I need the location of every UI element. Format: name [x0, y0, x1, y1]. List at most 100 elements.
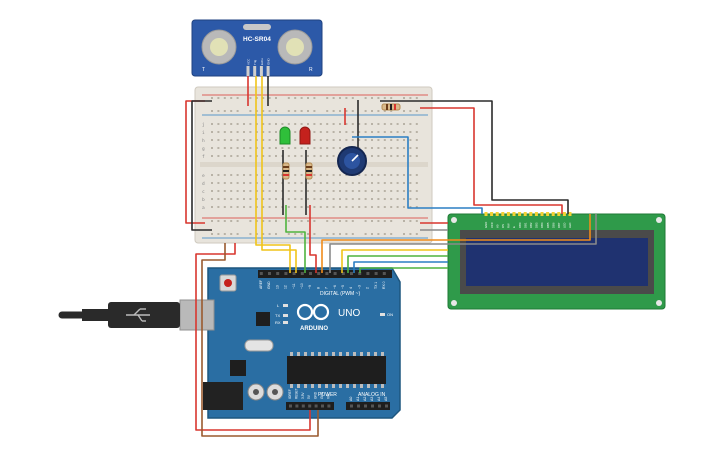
breadboard-hole: [403, 233, 405, 235]
breadboard-hole: [371, 147, 373, 149]
breadboard-hole: [319, 155, 322, 157]
wire-sensor-echo: [261, 76, 297, 273]
breadboard-hole: [345, 190, 348, 192]
wire-rail-red-lcd: [420, 107, 563, 214]
breadboard-hole: [211, 139, 213, 141]
breadboard-hole: [383, 174, 386, 176]
chip-pin: [367, 352, 370, 356]
breadboard-hole: [313, 198, 316, 200]
breadboard-hole: [307, 233, 309, 235]
breadboard-hole: [307, 182, 309, 184]
breadboard-hole: [236, 174, 239, 176]
power-pin-label: 5V: [307, 394, 311, 399]
breadboard-hole: [313, 110, 316, 112]
chip-pin: [318, 384, 321, 388]
lcd-pin-label: V0: [495, 224, 499, 228]
breadboard-hole: [275, 131, 277, 133]
arduino-brand: ARDUINO: [300, 326, 328, 332]
breadboard-hole: [243, 174, 245, 176]
breadboard-hole: [230, 190, 233, 192]
breadboard-hole: [351, 110, 354, 112]
breadboard-hole: [396, 139, 399, 141]
digital-pin-label: 4: [349, 287, 353, 289]
breadboard-hole: [339, 147, 341, 149]
breadboard-hole: [415, 110, 418, 112]
breadboard-hole: [268, 206, 271, 208]
breadboard-hole: [313, 206, 316, 208]
lcd-pin-label: DB5: [546, 222, 550, 228]
breadboard-hole: [403, 123, 405, 125]
chip-pin: [339, 384, 342, 388]
breadboard-hole: [294, 190, 297, 192]
breadboard-hole: [319, 131, 322, 133]
breadboard-hole: [300, 97, 303, 99]
breadboard-hole: [262, 97, 265, 99]
breadboard-hole: [390, 123, 393, 125]
breadboard-holes: [211, 97, 418, 235]
breadboard-hole: [313, 147, 316, 149]
breadboard-hole: [377, 97, 380, 99]
wire-rail-black-loop: [191, 100, 212, 231]
chip-pin: [360, 384, 363, 388]
breadboard-hole: [313, 131, 316, 133]
breadboard-hole: [403, 198, 405, 200]
breadboard-hole: [262, 139, 265, 141]
usb-port: [179, 299, 215, 331]
breadboard-hole: [415, 155, 418, 157]
breadboard-hole: [339, 206, 341, 208]
breadboard-hole: [307, 198, 309, 200]
lcd-mount-hole: [451, 217, 457, 223]
breadboard-hole: [351, 182, 354, 184]
breadboard-hole: [371, 131, 373, 133]
breadboard-hole: [223, 206, 226, 208]
breadboard-hole: [249, 198, 252, 200]
breadboard-hole: [326, 220, 329, 222]
lcd-pin-label: RW: [507, 223, 511, 228]
breadboard-hole: [275, 110, 277, 112]
breadboard-hole: [415, 97, 418, 99]
breadboard-hole: [294, 110, 297, 112]
breadboard-hole: [243, 155, 245, 157]
breadboard-hole: [268, 182, 271, 184]
breadboard-hole: [217, 174, 220, 176]
breadboard-hole: [262, 131, 265, 133]
atmega-chip: [287, 356, 386, 384]
chip-pin: [374, 384, 377, 388]
header-socket: [308, 404, 312, 408]
breadboard-hole: [275, 206, 277, 208]
breadboard-hole: [364, 110, 367, 112]
power-pin-label: GND: [320, 391, 324, 399]
digital-pin-label: 13: [275, 285, 279, 289]
breadboard-hole: [332, 174, 335, 176]
breadboard-hole: [371, 233, 373, 235]
breadboard-hole: [358, 206, 361, 208]
breadboard-hole: [332, 97, 335, 99]
breadboard-hole: [409, 220, 412, 222]
header-socket: [341, 272, 345, 275]
row-letter: i: [202, 130, 205, 136]
breadboard-hole: [377, 190, 380, 192]
row-letter: e: [202, 174, 205, 179]
breadboard-hole: [313, 155, 316, 157]
breadboard-hole: [403, 110, 405, 112]
breadboard-hole: [409, 110, 412, 112]
breadboard-hole: [249, 233, 252, 235]
breadboard-hole: [345, 182, 348, 184]
breadboard-hole: [211, 147, 213, 149]
breadboard-hole: [268, 174, 271, 176]
breadboard-hole: [396, 147, 399, 149]
breadboard-hole: [332, 123, 335, 125]
breadboard-hole: [403, 131, 405, 133]
breadboard-hole: [287, 147, 290, 149]
breadboard-row-letters: j i h g f e d c b a: [202, 122, 205, 211]
breadboard-hole: [230, 220, 233, 222]
breadboard-hole: [345, 110, 348, 112]
header-socket: [289, 404, 292, 408]
breadboard-hole: [294, 139, 297, 141]
breadboard-hole: [262, 220, 265, 222]
digital-pin-label: ~5: [341, 285, 345, 289]
breadboard-hole: [262, 198, 265, 200]
breadboard-hole: [230, 233, 233, 235]
usb-chip: [256, 312, 270, 326]
digital-pin-label: ~6: [333, 285, 337, 289]
